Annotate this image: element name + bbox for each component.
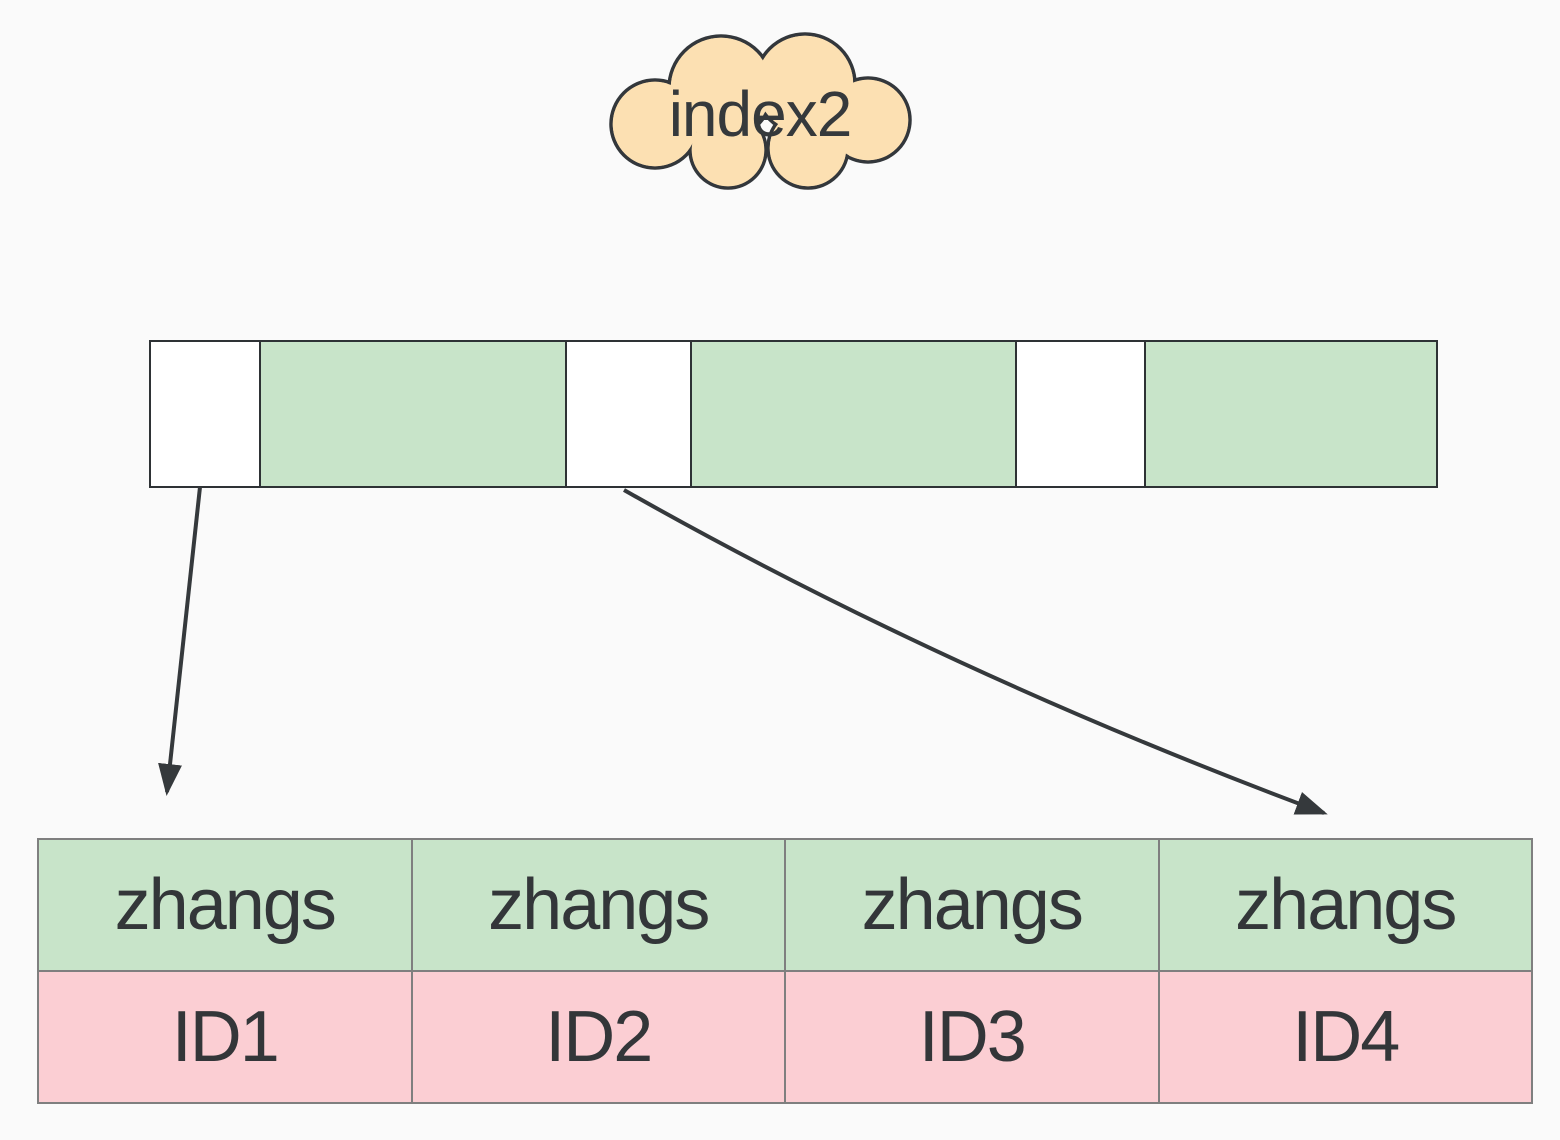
- table-cell-id: ID3: [784, 970, 1160, 1104]
- table-cell-id: ID2: [410, 970, 786, 1104]
- index-bar: [149, 340, 1438, 488]
- index-bar-segment-empty: [1014, 342, 1145, 486]
- index-bar-segment-empty: [151, 342, 259, 486]
- table-cell-id: ID1: [37, 970, 413, 1104]
- table-cell-name: zhangs: [1157, 838, 1533, 972]
- table-row-names: zhangs zhangs zhangs zhangs: [37, 838, 1533, 972]
- index-bar-segment-filled: [690, 342, 1015, 486]
- arrow-to-record-1-icon: [158, 486, 202, 796]
- cloud-icon: [609, 32, 912, 190]
- table-cell-id: ID4: [1157, 970, 1533, 1104]
- table-cell-name: zhangs: [37, 838, 413, 972]
- index-bar-segment-filled: [258, 342, 566, 486]
- table-row-ids: ID1 ID2 ID3 ID4: [37, 970, 1533, 1104]
- cloud-label: index2: [668, 78, 853, 150]
- arrow-to-record-4-icon: [623, 488, 1328, 815]
- table-cell-name: zhangs: [410, 838, 786, 972]
- record-table: zhangs zhangs zhangs zhangs ID1 ID2 ID3 …: [37, 838, 1533, 1104]
- index-bar-segment-filled: [1144, 342, 1436, 486]
- cloud-callout: index2: [593, 28, 927, 198]
- table-cell-name: zhangs: [784, 838, 1160, 972]
- index-bar-segment-empty: [565, 342, 691, 486]
